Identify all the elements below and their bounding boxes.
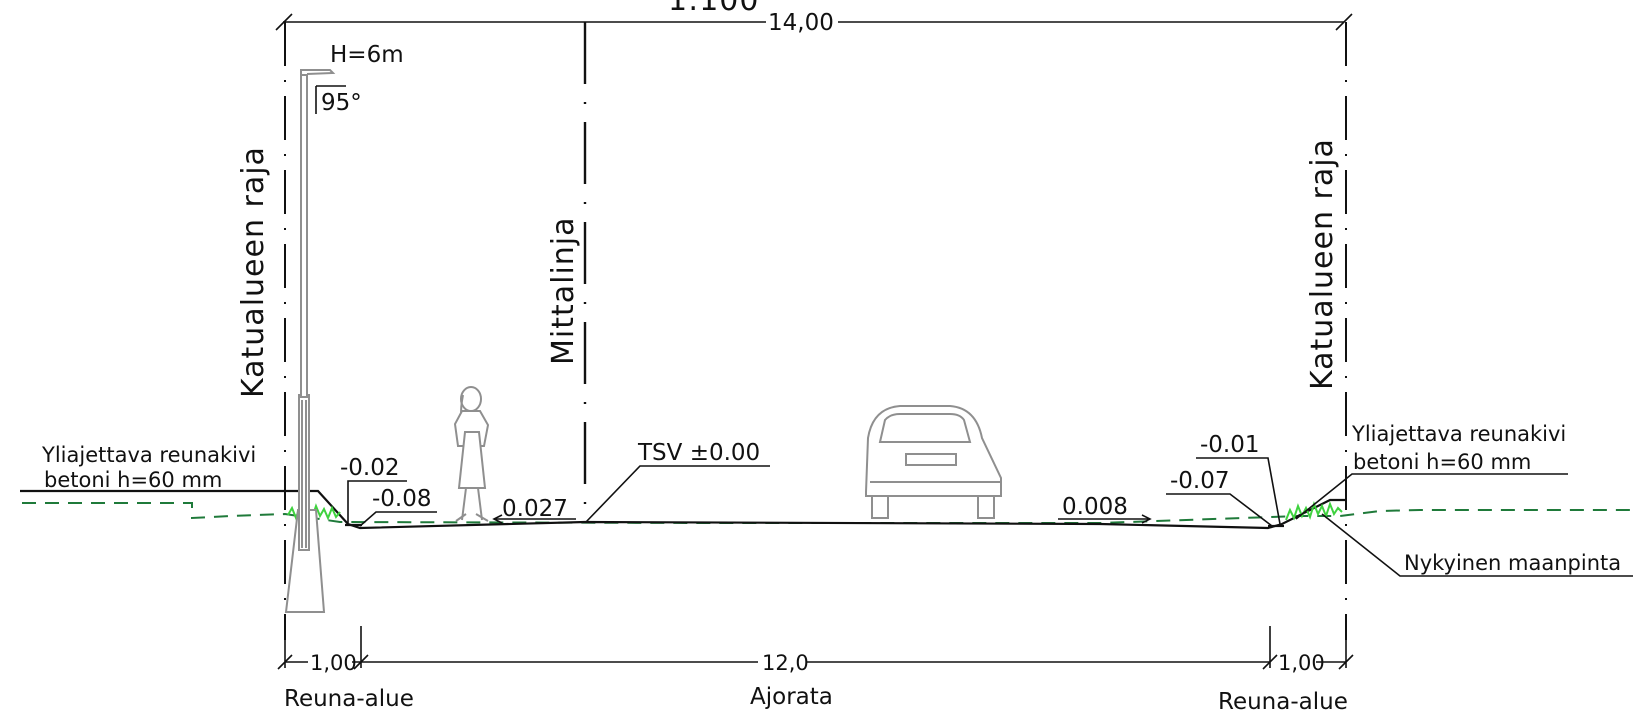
existing-ground-line (22, 502, 1633, 524)
existing-ground-label: Nykyinen maanpinta (1404, 551, 1621, 575)
right-level-top-leader (1196, 457, 1281, 525)
right-level-top: -0.01 (1200, 432, 1260, 458)
grass-right (1285, 500, 1343, 521)
right-level-bottom-leader (1166, 493, 1273, 527)
carriageway-width: 12,0 (762, 651, 809, 675)
zone-center-label: Ajorata (750, 684, 833, 710)
right-slope-arrow (1058, 514, 1152, 524)
car-rear-icon (865, 405, 1002, 519)
left-level-top-leader (347, 480, 407, 523)
left-edge-width: 1,00 (310, 651, 357, 675)
right-level-bottom: -0.07 (1170, 468, 1230, 494)
right-curb-leader (1295, 473, 1568, 520)
right-edge-width: 1,00 (1278, 651, 1325, 675)
angle-marker-icon (315, 85, 346, 114)
scale-label: 1:100 (668, 0, 759, 18)
lamp-height: H=6m (330, 42, 404, 68)
right-curb-line1: Yliajettava reunakivi (1351, 422, 1566, 446)
left-curb-line2: betoni h=60 mm (44, 468, 222, 492)
left-slope-arrow (492, 514, 576, 524)
right-curb-line2: betoni h=60 mm (1353, 450, 1531, 474)
measurement-line-label: Mittalinja (546, 216, 581, 365)
tsv-level: TSV ±0.00 (637, 440, 760, 466)
left-level-bottom: -0.08 (372, 486, 432, 512)
zone-right-label: Reuna-alue (1218, 689, 1348, 715)
pedestrian-icon (453, 386, 490, 522)
existing-ground-leader (1321, 513, 1633, 577)
lamp-angle: 95° (321, 90, 362, 116)
left-curb-line1: Yliajettava reunakivi (41, 443, 256, 467)
zone-left-label: Reuna-alue (284, 686, 414, 712)
left-slope: 0.027 (502, 496, 568, 522)
tsv-leader (585, 465, 770, 523)
road-surface (20, 489, 1345, 530)
total-width-value: 14,00 (768, 10, 834, 36)
right-slope: 0.008 (1062, 494, 1128, 520)
left-boundary-label: Katualueen raja (236, 146, 271, 398)
right-boundary-label: Katualueen raja (1305, 138, 1340, 390)
street-lamp-icon (284, 69, 336, 613)
left-level-top: -0.02 (340, 455, 400, 481)
bottom-dimension-line (277, 626, 1354, 670)
left-level-bottom-leader (359, 511, 437, 527)
